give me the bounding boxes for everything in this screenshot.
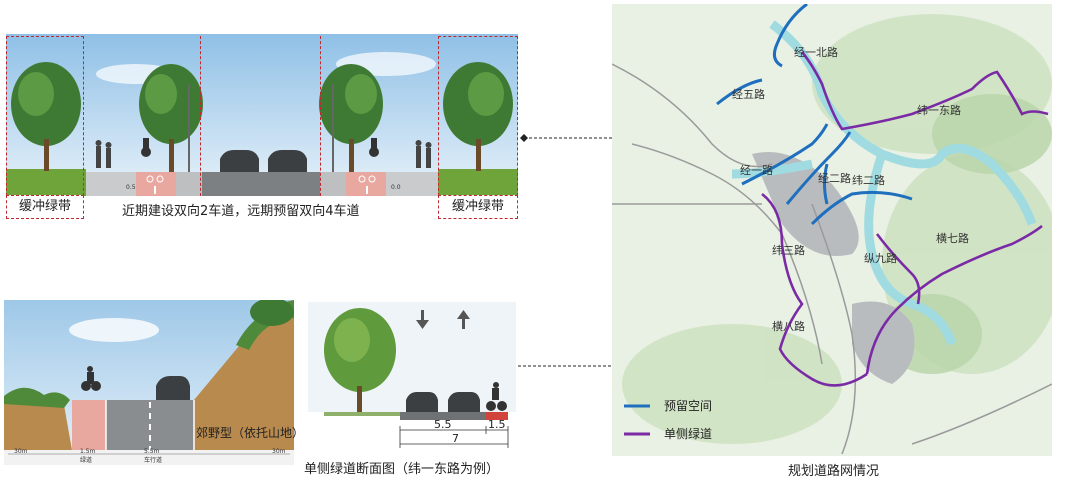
label-heng8: 横八路 <box>772 319 805 333</box>
label-wei3: 纬三路 <box>772 244 805 257</box>
map-caption: 规划道路网情况 <box>788 464 880 479</box>
buffer-label-right: 缓冲绿带 <box>438 195 518 219</box>
top-cross-section: 0.5 0.0 <box>6 34 518 196</box>
label-jing5: 经五路 <box>732 88 765 101</box>
legend-reserved-label: 预留空间 <box>664 399 712 413</box>
bottom-middle-section: 5.5 1.5 7 <box>308 302 516 458</box>
divider-line-2 <box>320 36 321 196</box>
top-section-illustration: 0.5 0.0 <box>6 34 518 196</box>
top-dim-left: 0.5 <box>126 184 136 191</box>
bottom-left-section: 30m 1.5m 5.5m 30m 绿道 车行道 <box>4 300 294 465</box>
label-heng7: 横七路 <box>936 231 969 245</box>
label-wei2: 纬二路 <box>852 174 885 187</box>
ml-dim-3: 5.5m <box>144 448 160 455</box>
ml-dim-2: 1.5m <box>80 448 96 455</box>
greenway-caption: 单侧绿道断面图（纬一东路为例） <box>304 462 500 477</box>
label-jing2: 经二路 <box>818 172 851 185</box>
gw-dim-path: 1.5 <box>488 418 506 431</box>
top-dim-right: 0.0 <box>391 184 401 191</box>
label-zong9: 纵九路 <box>864 252 897 265</box>
top-section-caption: 近期建设双向2车道，远期预留双向4车道 <box>122 204 360 219</box>
mountain-type-label: 郊野型（依托山地） <box>196 426 305 440</box>
buffer-label-left: 缓冲绿带 <box>6 195 84 219</box>
label-jing1-north: 经一北路 <box>794 46 838 59</box>
label-wei1-east: 纬一东路 <box>917 104 961 117</box>
divider-line-1 <box>200 36 201 196</box>
ml-sub-2: 车行道 <box>144 456 162 464</box>
ml-dim-4: 30m <box>272 448 286 455</box>
mountain-section-illustration: 30m 1.5m 5.5m 30m 绿道 车行道 <box>4 300 294 465</box>
single-greenway-illustration: 5.5 1.5 7 <box>308 302 516 458</box>
buffer-frame-right <box>438 36 518 196</box>
ml-sub-1: 绿道 <box>80 456 92 464</box>
map-illustration: 经五路 经一北路 纬一东路 经一路 经二路 纬二路 纬三路 纵九路 横七路 横八… <box>612 4 1052 455</box>
gw-dim-total: 7 <box>452 432 459 445</box>
ml-dim-1: 30m <box>14 448 28 455</box>
label-jing1: 经一路 <box>740 164 773 177</box>
legend-greenway-label: 单侧绿道 <box>664 426 712 441</box>
gw-dim-road: 5.5 <box>434 418 452 431</box>
road-network-map: 经五路 经一北路 纬一东路 经一路 经二路 纬二路 纬三路 纵九路 横七路 横八… <box>612 4 1052 456</box>
buffer-frame-left <box>6 36 84 196</box>
